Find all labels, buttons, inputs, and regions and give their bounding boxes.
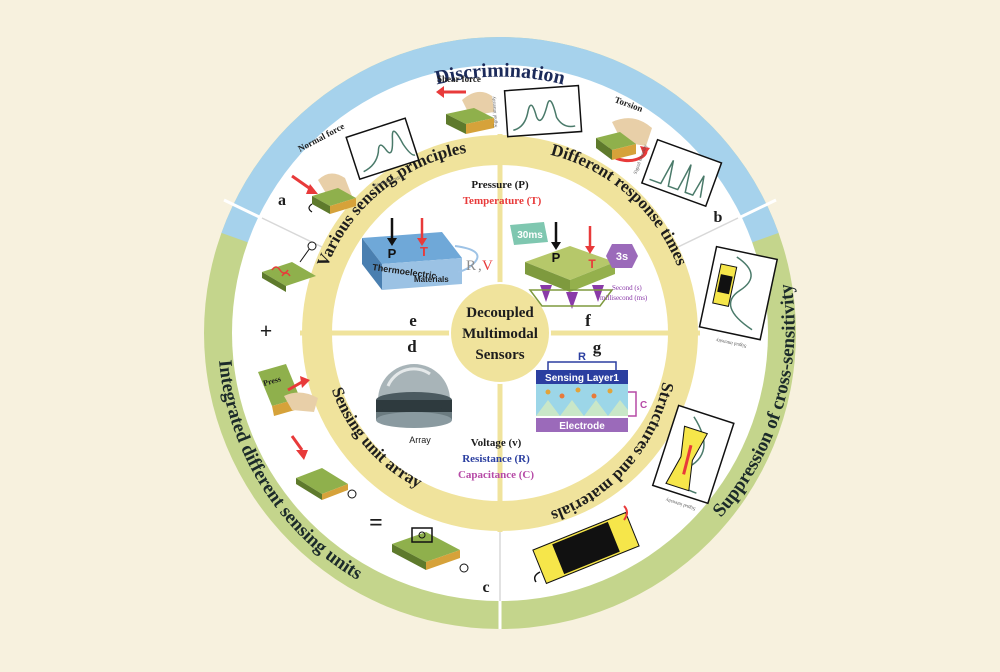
label-temperature: Temperature (T) <box>463 195 542 207</box>
e-label-p: P <box>388 246 397 261</box>
label-shear-force: Shear force <box>437 74 481 84</box>
e-label-t: T <box>420 244 428 259</box>
letter-c: c <box>482 579 489 596</box>
chart-torsion: Signal intensity <box>634 138 723 208</box>
cross-sensitivity-panel: Signal intensity Signal intensity <box>532 245 779 585</box>
g-label-electrode: Electrode <box>559 421 605 432</box>
f-note-second: Second (s) <box>612 284 642 292</box>
label-capacitance: Capacitance (C) <box>458 469 534 481</box>
electrode-bar <box>536 418 628 432</box>
letter-e: e <box>409 311 417 330</box>
quadrant-e-illustration: Thermoelectric Materials P T R , V <box>362 218 493 290</box>
finger-press <box>284 392 318 412</box>
quadrant-f-illustration: 30ms P T 3s Second (s) millisecond (ms) <box>510 222 648 309</box>
label-plus: + <box>260 318 273 343</box>
chart-cross-top: Signal intensity <box>698 245 779 348</box>
center-line3: Sensors <box>475 347 524 363</box>
center-line2: Multimodal <box>462 326 538 342</box>
e-label-v: V <box>482 258 493 274</box>
axis-cross-top: Signal intensity <box>715 336 747 347</box>
layer-materials: Materials <box>414 275 449 284</box>
g-label-r: R <box>578 351 586 363</box>
center-line1: Decoupled <box>466 305 534 321</box>
combine-arrow <box>290 435 304 451</box>
letter-g: g <box>593 338 602 357</box>
e-label-comma: , <box>478 258 482 274</box>
letter-b: b <box>714 209 723 226</box>
quadrant-g-illustration: R Sensing Layer1 C Electrode <box>536 351 647 432</box>
temperature-arrowhead <box>417 238 427 246</box>
chart-shear: Signal intensity <box>492 84 583 138</box>
center-disc <box>449 282 551 384</box>
label-voltage: Voltage (v) <box>471 437 522 449</box>
unit-integrated <box>392 532 460 562</box>
quadrant-d-illustration: Array <box>376 364 452 445</box>
letter-d: d <box>407 337 417 356</box>
e-label-r: R <box>466 258 476 274</box>
g-label-layer: Sensing Layer1 <box>545 373 619 384</box>
press-arrow <box>287 380 303 392</box>
letter-f: f <box>585 311 591 330</box>
unit-combined <box>296 468 348 494</box>
sensor-strip <box>532 511 640 585</box>
dome <box>378 364 450 400</box>
letter-a: a <box>278 192 286 209</box>
label-equals: = <box>369 510 383 536</box>
f-label-t: T <box>588 257 596 271</box>
badge-slow: 3s <box>616 251 628 263</box>
badge-fast-bg <box>510 222 548 245</box>
wire-loop <box>454 245 479 273</box>
discrimination-panel: Normal force Signal intensity Shear forc… <box>291 74 723 214</box>
badge-slow-bg <box>606 244 638 268</box>
sensing-layer-bar <box>536 370 628 384</box>
pressure-arrowhead <box>387 238 397 246</box>
label-resistance: Resistance (R) <box>462 453 530 465</box>
g-label-c: C <box>640 400 647 411</box>
axis-shear: Signal intensity <box>492 96 499 128</box>
label-array: Array <box>409 435 431 445</box>
badge-fast: 30ms <box>517 230 543 241</box>
f-note-millisecond: millisecond (ms) <box>600 294 648 302</box>
integrated-panel: + Press = <box>258 241 469 573</box>
f-label-p: P <box>552 250 561 265</box>
label-pressure: Pressure (P) <box>471 179 529 191</box>
